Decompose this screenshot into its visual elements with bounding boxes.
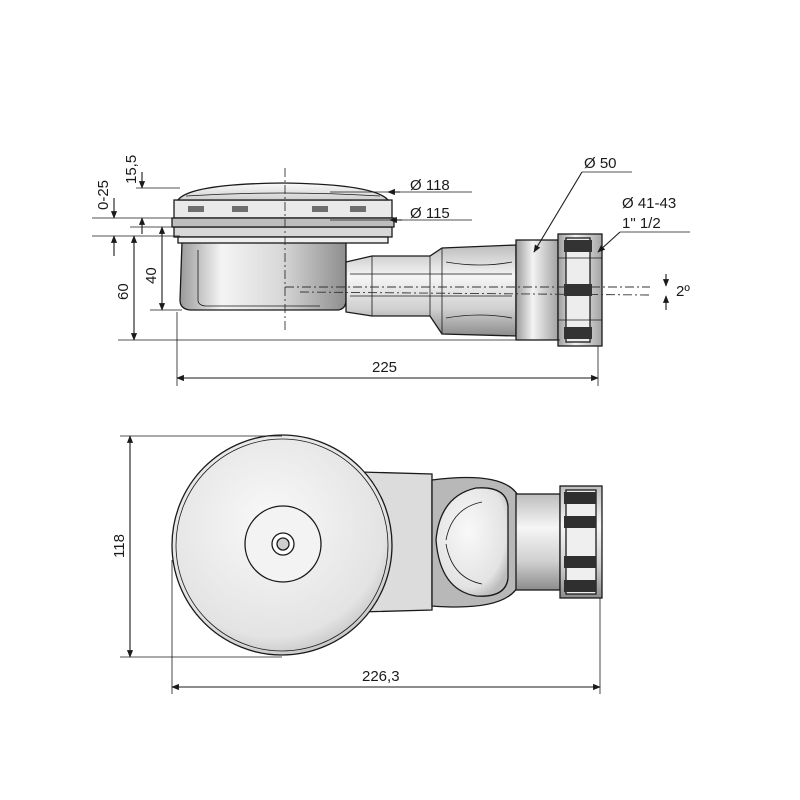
dim-height-body: 40 — [143, 267, 160, 284]
dim-thread: 1" 1/2 — [622, 215, 661, 232]
dim-dia-grate: Ø 118 — [410, 177, 450, 194]
dim-adjust-range: 0-25 — [95, 180, 112, 210]
trap-body — [179, 241, 347, 311]
dim-width-top: 118 — [111, 534, 128, 558]
top-view: 118 226,3 — [111, 434, 603, 694]
dim-length-side: 225 — [372, 359, 397, 376]
dim-height-total: 60 — [115, 283, 132, 300]
dim-length-top: 226,3 — [362, 668, 400, 685]
dim-grate-height: 15,5 — [123, 155, 140, 184]
side-view: 0-25 15,5 60 40 Ø 118 Ø 115 Ø 50 Ø 41-43… — [92, 155, 690, 386]
dim-dia-body: Ø 115 — [410, 205, 450, 222]
grate-cover — [176, 182, 390, 201]
dim-dia-connection: Ø 41-43 — [622, 195, 676, 212]
dim-dia-outlet: Ø 50 — [584, 155, 617, 172]
outlet-pipe — [345, 244, 517, 337]
dim-slope: 2º — [676, 283, 690, 300]
top-collar — [515, 493, 561, 591]
outlet-collar — [515, 239, 559, 341]
trap-flange — [173, 226, 393, 238]
